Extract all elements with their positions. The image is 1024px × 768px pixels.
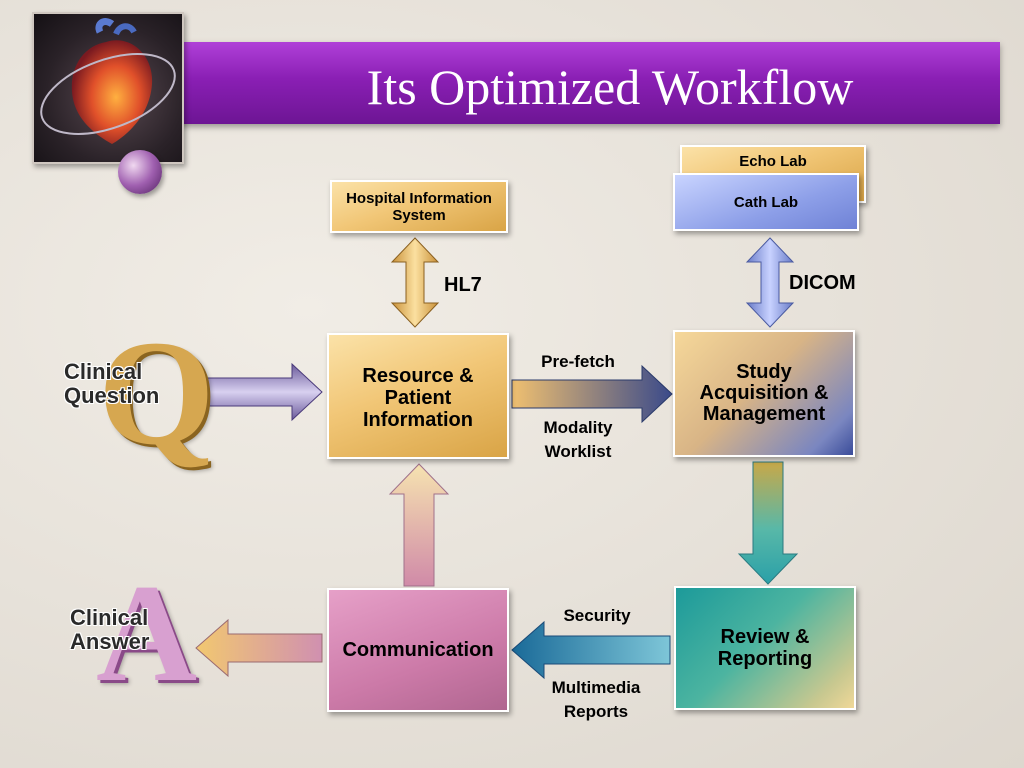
modality-worklist-label: Modality Worklist [520,416,636,464]
clinical-answer-line-1: Clinical [70,605,149,630]
his-label: Hospital Information System [346,189,492,224]
clinical-answer-label: Clinical Answer [70,606,149,654]
orbit-sphere [118,150,162,194]
question-letter: Q [98,310,215,476]
slide-title: Its Optimized Workflow [366,59,854,115]
clinical-question-line-2: Question [64,383,160,408]
multimedia-reports-label: Multimedia Reports [530,676,662,724]
prefetch-label: Pre-fetch [541,352,615,371]
security-arrow [511,620,671,680]
security-label: Security [563,606,631,625]
heart-logo [32,12,184,164]
communication-to-resource-arrow [388,463,450,587]
modality-line: Modality [543,418,613,437]
worklist-line: Worklist [544,442,612,461]
communication-box: Communication [327,588,509,712]
review-box: Review & Reporting [674,586,856,710]
prefetch-arrow [511,364,673,424]
question-arrow [199,362,323,422]
dicom-arrow [745,237,795,328]
answer-arrow [195,618,323,678]
his-box: Hospital Information System [330,180,508,233]
clinical-question-line-1: Clinical [64,359,143,384]
review-label: Review & Reporting [717,626,813,670]
answer-letter: A [96,556,198,711]
resource-box: Resource & Patient Information [327,333,509,459]
clinical-question-label: Clinical Question [64,360,159,408]
study-label: Study Acquisition & Management [699,361,829,425]
reports-line: Reports [563,702,629,721]
cath-lab-box: Cath Lab [673,173,859,231]
echo-lab-label: Echo Lab [739,153,807,170]
clinical-answer-line-2: Answer [70,629,150,654]
cath-lab-label: Cath Lab [733,193,799,211]
hl7-label: HL7 [444,274,482,296]
heart-icon [40,18,176,144]
study-to-review-arrow [737,461,799,585]
study-box: Study Acquisition & Management [673,330,855,457]
hl7-arrow [390,237,440,328]
communication-label: Communication [342,638,494,661]
dicom-label: DICOM [789,272,856,294]
title-bar [95,42,1000,124]
resource-label: Resource & Patient Information [362,365,474,431]
multimedia-line: Multimedia [551,678,641,697]
